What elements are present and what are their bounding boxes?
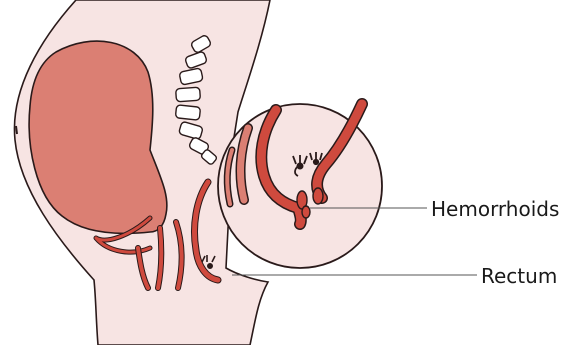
navel-mark	[16, 126, 17, 134]
hemorrhoids-label: Hemorrhoids	[431, 199, 559, 219]
rectum-label: Rectum	[481, 266, 557, 286]
magnified-view	[218, 104, 382, 268]
